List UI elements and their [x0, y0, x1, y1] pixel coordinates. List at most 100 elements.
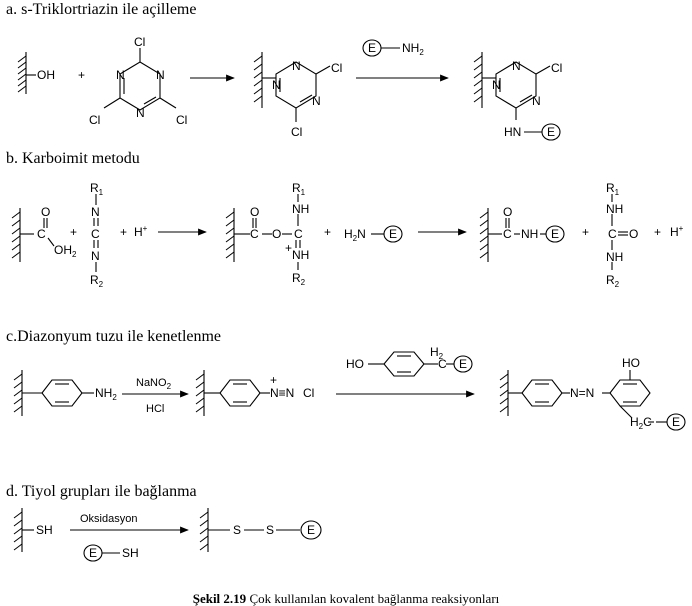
section-b-title: b. Karboimit metodu — [6, 150, 140, 167]
r1-label: R1 — [90, 181, 104, 197]
bound-enzyme-triazine — [482, 61, 561, 141]
r1-label: R1 — [292, 181, 306, 197]
cl-label: Cl — [551, 61, 562, 75]
n-label: N — [312, 94, 321, 108]
ho-label: HO — [346, 357, 364, 371]
enzyme-label: E — [547, 125, 555, 139]
o-label: O — [41, 205, 50, 219]
enzyme-label: E — [307, 523, 315, 537]
n-label: N — [512, 59, 521, 73]
o-label: O — [250, 205, 259, 219]
enzyme-label: E — [551, 227, 559, 241]
c-label: C — [37, 227, 46, 241]
h2c-label: H2C — [630, 415, 652, 431]
enzyme-circle — [383, 225, 403, 243]
nh-label: NH — [292, 248, 309, 262]
azo-label: N=N — [570, 386, 594, 400]
carbodiimide-molecule — [93, 194, 99, 272]
n-label: N — [136, 106, 145, 120]
section-c-title: c.Diazonyum tuzu ile kenetlenme — [6, 328, 221, 345]
nh2-label: NH2 — [95, 386, 117, 402]
o-label: O — [272, 227, 281, 241]
solid-support-b2 — [225, 208, 235, 262]
c-label: C — [91, 227, 100, 241]
solid-support-c1 — [13, 370, 23, 416]
n-label: N — [116, 68, 125, 82]
nh-label: NH — [292, 202, 309, 216]
enzyme-label: E — [389, 227, 397, 241]
nano2-label: NaNO2 — [136, 377, 172, 391]
n-label: N — [532, 94, 541, 108]
enzyme-thiol-reagent — [83, 544, 120, 562]
c-label: C — [250, 227, 259, 241]
solid-support-d1 — [13, 508, 23, 552]
section-d-title: d. Tiyol grupları ile bağlanma — [6, 483, 197, 500]
c-label: C — [503, 227, 512, 241]
solid-support-b3 — [479, 208, 489, 262]
diazonium-label: N≡N — [270, 386, 294, 400]
positive-charge: + — [285, 241, 292, 255]
solid-support-a1 — [17, 52, 27, 94]
positive-charge: + — [270, 373, 277, 387]
solid-support-c3 — [499, 370, 509, 416]
proton-label: H+ — [134, 224, 148, 239]
diazonium-salt — [204, 379, 270, 407]
carboxylic-acid-group — [20, 218, 55, 247]
n-label: N — [292, 59, 301, 73]
solid-support-d2 — [199, 508, 209, 552]
hn-label: HN — [504, 125, 521, 139]
ho-label: HO — [622, 356, 640, 370]
solid-support-c2 — [195, 370, 205, 416]
n-label: N — [156, 68, 165, 82]
enzyme-label: E — [368, 41, 376, 55]
urea-byproduct — [611, 194, 628, 270]
r2-label: R2 — [606, 273, 620, 289]
s-label: S — [266, 523, 274, 537]
nh-label: NH — [521, 227, 538, 241]
solid-support-b1 — [11, 208, 21, 262]
solid-support-a2 — [253, 52, 263, 108]
figure-caption: Şekil 2.19 Çok kullanılan kovalent bağla… — [193, 591, 500, 606]
r2-label: R2 — [90, 273, 104, 289]
oh-label-a: OH — [37, 68, 55, 82]
cl-label: Cl — [291, 125, 302, 139]
proton-label: H+ — [670, 224, 684, 239]
plus-b: + — [70, 225, 77, 239]
n-label: N — [492, 78, 501, 92]
ch2-h2-label: H2 — [430, 345, 444, 361]
plus-a1: + — [78, 68, 85, 82]
o-label: O — [503, 205, 512, 219]
hcl-label: HCl — [146, 403, 164, 415]
nh-label: NH — [606, 202, 623, 216]
solid-support-a3 — [473, 52, 483, 108]
plus-b: + — [324, 225, 331, 239]
plus-b: + — [582, 225, 589, 239]
trichlorotriazine-molecule — [103, 48, 177, 111]
azo-coupled-enzyme — [508, 370, 686, 431]
n-label: N — [272, 78, 281, 92]
enzyme-amine-reagent — [362, 39, 400, 57]
hydroxybenzyl-enzyme-reagent — [368, 351, 473, 377]
cl-label: Cl — [89, 113, 100, 127]
c-label: C — [608, 227, 617, 241]
h2n-label: H2N — [344, 227, 366, 243]
r1-label: R1 — [606, 181, 620, 197]
cl-label: Cl — [303, 386, 314, 400]
nh2-label: NH2 — [402, 41, 424, 57]
disulfide-bound-enzyme — [208, 520, 322, 540]
enzyme-label: E — [672, 415, 680, 429]
n-label: N — [91, 249, 100, 263]
plus-b: + — [120, 225, 127, 239]
cl-label: Cl — [134, 35, 145, 49]
cl-label: Cl — [331, 61, 342, 75]
sh-label: SH — [36, 523, 53, 537]
enzyme-label: E — [459, 357, 467, 371]
oxidation-label: Oksidasyon — [80, 513, 137, 525]
s-label: S — [233, 523, 241, 537]
c-label: C — [294, 227, 303, 241]
amide-bound-enzyme — [488, 218, 565, 243]
plus-b: + — [654, 225, 661, 239]
sh-label: SH — [122, 546, 139, 560]
o-acylisourea-intermediate — [234, 194, 301, 270]
